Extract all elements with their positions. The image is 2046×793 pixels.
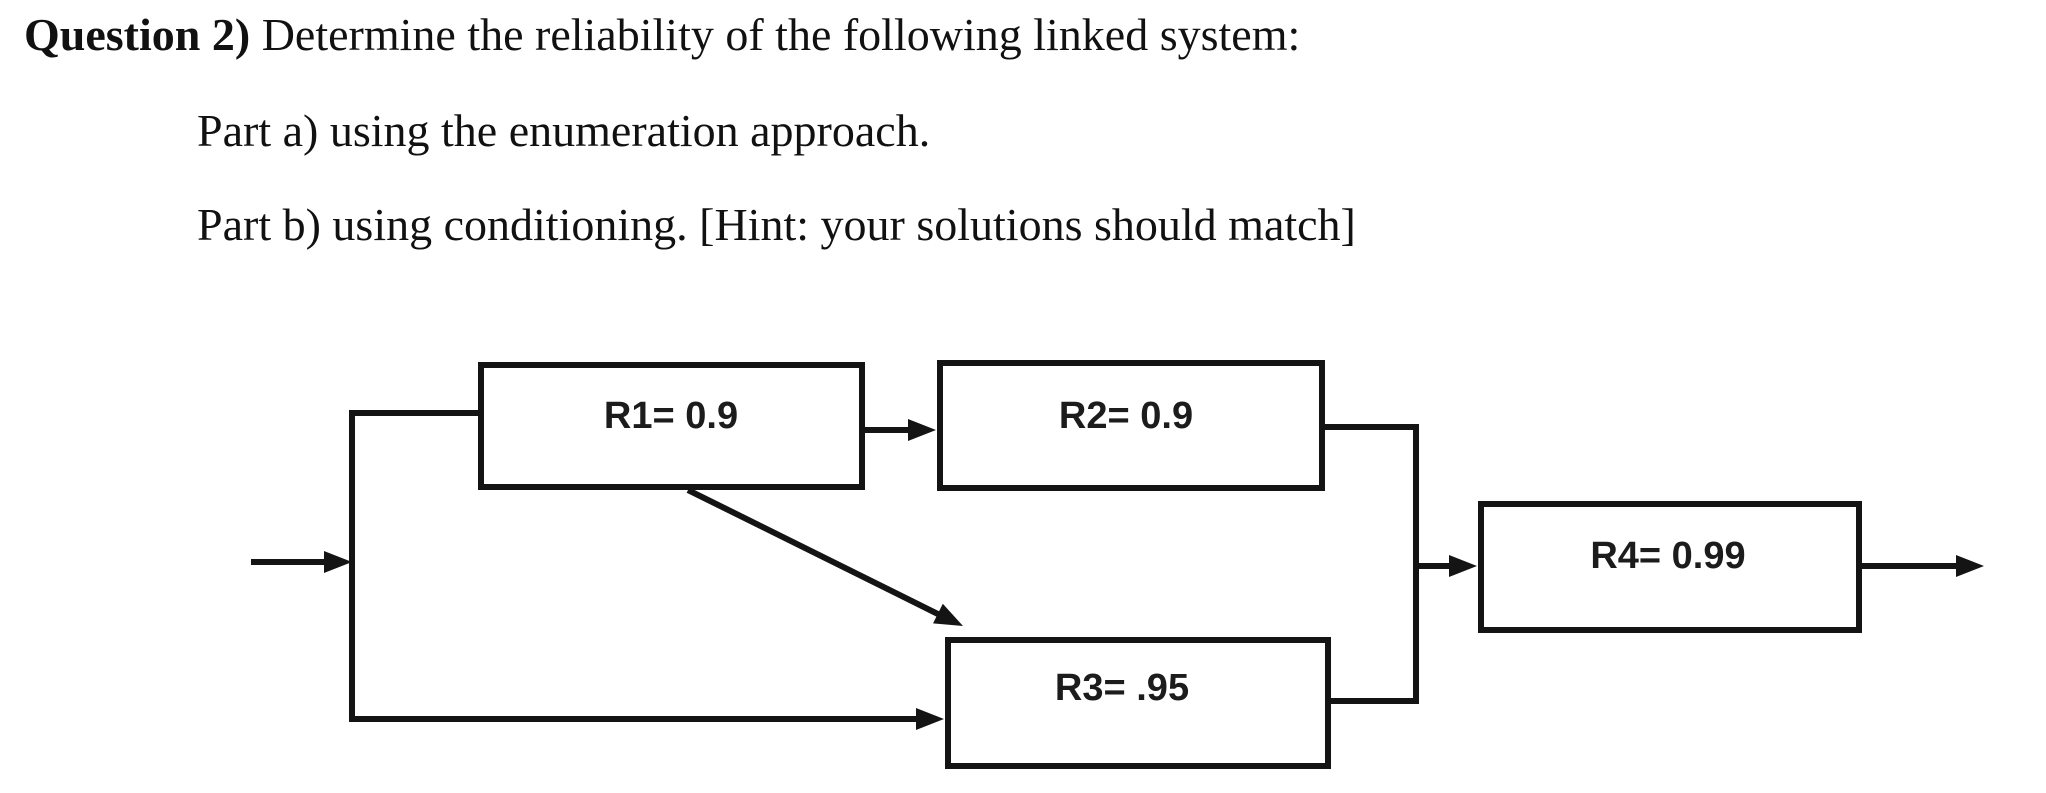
- block-r1: [478, 362, 865, 490]
- block-r3: [945, 637, 1331, 769]
- question-part-b: Part b) using conditioning. [Hint: your …: [197, 199, 1356, 250]
- split-bus-left: [349, 410, 922, 722]
- block-r1-label: R1= 0.9: [604, 395, 738, 437]
- question-part-a: Part a) using the enumeration approach.: [197, 105, 931, 156]
- block-r4-label: R4= 0.99: [1590, 535, 1745, 577]
- output-arrowhead: [1956, 555, 1984, 577]
- block-r3-label: R3= .95: [1055, 667, 1189, 709]
- merge-bus-right: [1324, 424, 1419, 704]
- arrowhead-into-r2: [908, 419, 936, 441]
- block-r4: [1478, 501, 1862, 633]
- arrowhead-diagonal-into-r3: [933, 603, 963, 626]
- wire-r1-to-r3-diagonal: [686, 487, 944, 619]
- input-arrowhead: [324, 551, 352, 573]
- question-heading: Question 2) Determine the reliability of…: [24, 9, 1301, 61]
- block-r2-label: R2= 0.9: [1059, 395, 1193, 437]
- question-heading-text: Determine the reliability of the followi…: [250, 9, 1301, 60]
- question-number: Question 2): [24, 9, 251, 60]
- arrowhead-into-r4: [1449, 555, 1477, 577]
- arrowhead-into-r3-bottom: [916, 708, 944, 730]
- block-r2: [937, 360, 1325, 491]
